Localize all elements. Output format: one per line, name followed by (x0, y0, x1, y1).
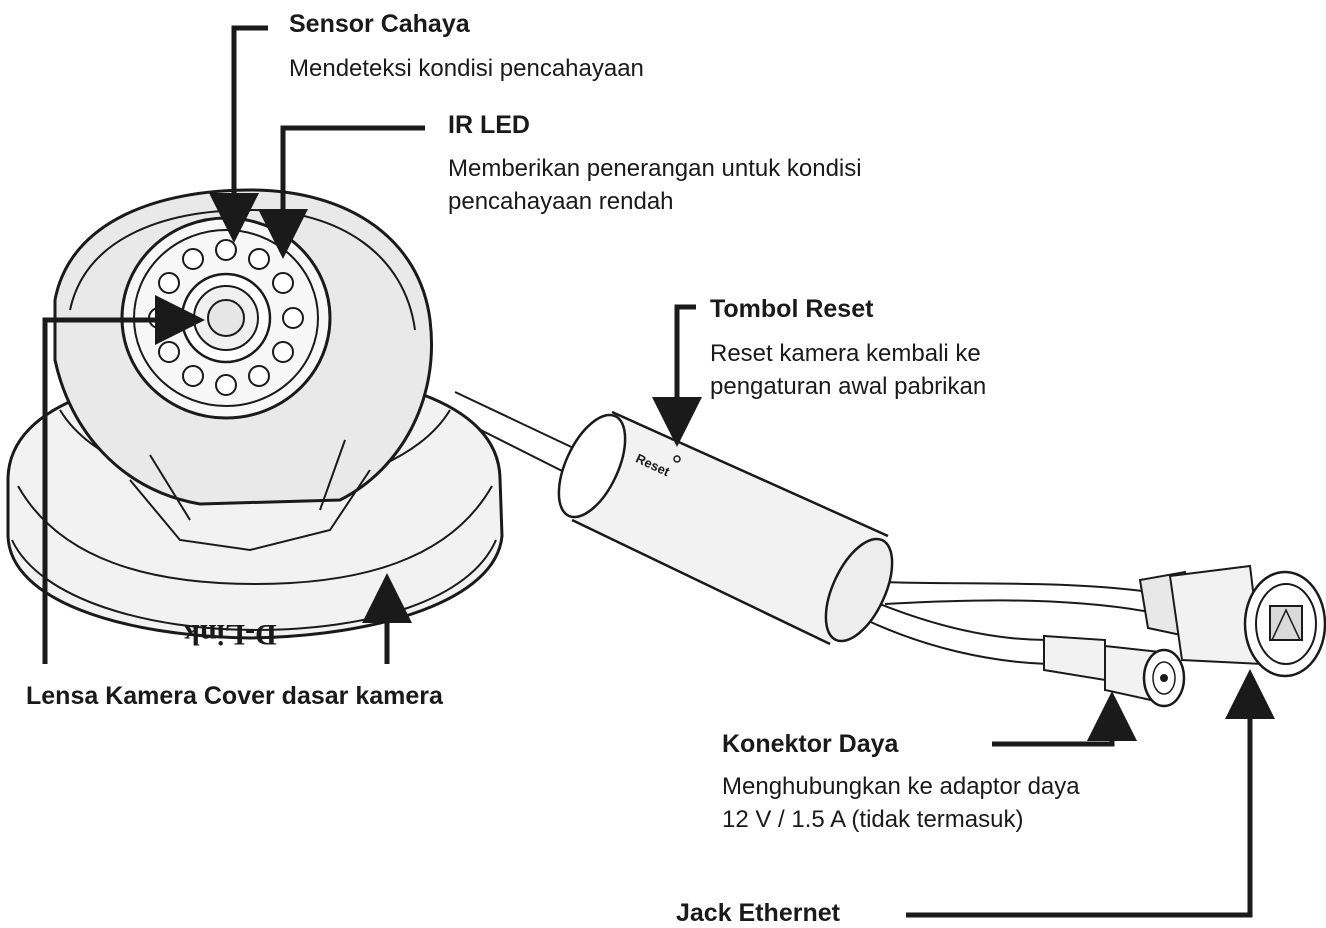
ir-led-desc-line-2: pencahayaan rendah (448, 188, 674, 215)
konektor-daya-desc-line-2: 12 V / 1.5 A (tidak termasuk) (722, 806, 1024, 833)
ir-led-desc-line-1: Memberikan penerangan untuk kondisi (448, 155, 862, 182)
sensor-cahaya-title: Sensor Cahaya (289, 10, 470, 38)
callout-jack-ethernet (906, 669, 1275, 918)
reset-button-hole (673, 455, 681, 463)
callout-konektor-daya (992, 691, 1137, 747)
power-connector (1043, 634, 1186, 708)
callout-tombol-reset (652, 304, 702, 447)
lensa-cover-caption: Lensa Kamera Cover dasar kamera (26, 682, 443, 710)
ir-led-ring (148, 239, 304, 396)
jack-ethernet-title: Jack Ethernet (676, 899, 840, 927)
konektor-daya-title: Konektor Daya (722, 730, 899, 758)
tombol-reset-title: Tombol Reset (710, 295, 874, 323)
konektor-daya-desc-line-1: Menghubungkan ke adaptor daya (722, 773, 1080, 800)
cable-to-power (861, 599, 1049, 665)
camera-lens (180, 272, 272, 364)
callout-lensa-kamera (42, 295, 205, 664)
sensor-cahaya-desc-line-1: Mendeteksi kondisi pencahayaan (289, 55, 644, 82)
tombol-reset-desc-line-2: pengaturan awal pabrikan (710, 373, 987, 400)
callout-ir-led (258, 125, 425, 259)
dome-camera: D-Link (6, 188, 504, 651)
ir-led-title: IR LED (448, 111, 530, 139)
camera-logo-text: D-Link (183, 618, 277, 651)
tombol-reset-desc-line-1: Reset kamera kembali ke (710, 340, 981, 367)
reset-module: Reset (557, 410, 894, 646)
ethernet-jack (1138, 564, 1326, 678)
callout-sensor-cahaya (209, 25, 268, 243)
cable-to-ethernet (881, 581, 1151, 613)
